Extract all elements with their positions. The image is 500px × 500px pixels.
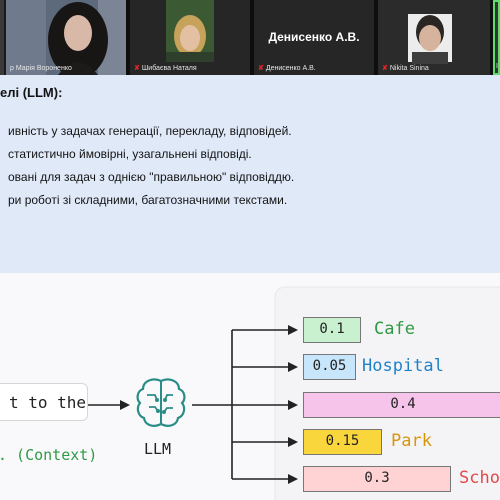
slide-bullet: статистично ймовірні, узагальнені відпов… — [8, 147, 252, 161]
participant-name: ✘Денисенко А.В. — [258, 65, 316, 72]
participant-name: Ів — [496, 63, 498, 70]
participant-tile-video[interactable]: р Марія Вороненко — [6, 0, 126, 75]
shared-slide-text: елі (LLM): ивність у задачах генерації, … — [0, 75, 500, 273]
candidate-probability: 0.4 — [303, 392, 500, 418]
participant-strip: р Марія Вороненко ✘Шибаєва Наталя Денисе… — [0, 0, 500, 75]
participant-video — [378, 0, 490, 75]
slide-bullet: овані для задач з однією "правильною" ві… — [8, 170, 295, 184]
brain-icon — [136, 378, 186, 427]
muted-mic-icon: ✘ — [382, 65, 388, 72]
participant-tile-active[interactable]: Ів — [493, 0, 500, 75]
candidate-probability: 0.1 — [303, 317, 361, 343]
participant-video — [6, 0, 126, 75]
slide-bullet: ивність у задачах генерації, перекладу, … — [8, 124, 292, 138]
slide-heading: елі (LLM): — [0, 85, 63, 100]
participant-name: р Марія Вороненко — [10, 65, 72, 72]
input-text-box: t to the — [0, 383, 88, 421]
participant-tile-name[interactable]: Денисенко А.В. ✘Денисенко А.В. — [254, 0, 374, 75]
participant-name: ✘Nikita Sinina — [382, 65, 429, 72]
participant-tile-video[interactable]: ✘Nikita Sinina — [378, 0, 490, 75]
slide-bullet: ри роботі зі складними, багатозначними т… — [8, 193, 288, 207]
candidate-probability: 0.15 — [303, 429, 382, 455]
muted-mic-icon: ✘ — [134, 65, 140, 72]
model-label: LLM — [144, 440, 172, 458]
input-text: t to the — [9, 393, 87, 412]
candidate-word: Hospital — [362, 356, 444, 376]
muted-mic-icon: ✘ — [258, 65, 264, 72]
participant-video — [130, 0, 250, 75]
shared-slide-diagram: t to the LLM . (Context) 0.1 Cafe 0.05 H… — [0, 273, 500, 500]
candidate-probability: 0.05 — [303, 354, 356, 380]
context-label: . (Context) — [0, 446, 98, 464]
participant-tile[interactable] — [0, 0, 4, 75]
participant-display-name: Денисенко А.В. — [268, 30, 360, 44]
candidate-word: Scho — [459, 468, 500, 488]
candidate-word: Park — [391, 431, 432, 451]
participant-name: ✘Шибаєва Наталя — [134, 65, 197, 72]
participant-tile-video[interactable]: ✘Шибаєва Наталя — [130, 0, 250, 75]
candidate-word: Cafe — [374, 319, 415, 339]
candidate-probability: 0.3 — [303, 466, 451, 492]
